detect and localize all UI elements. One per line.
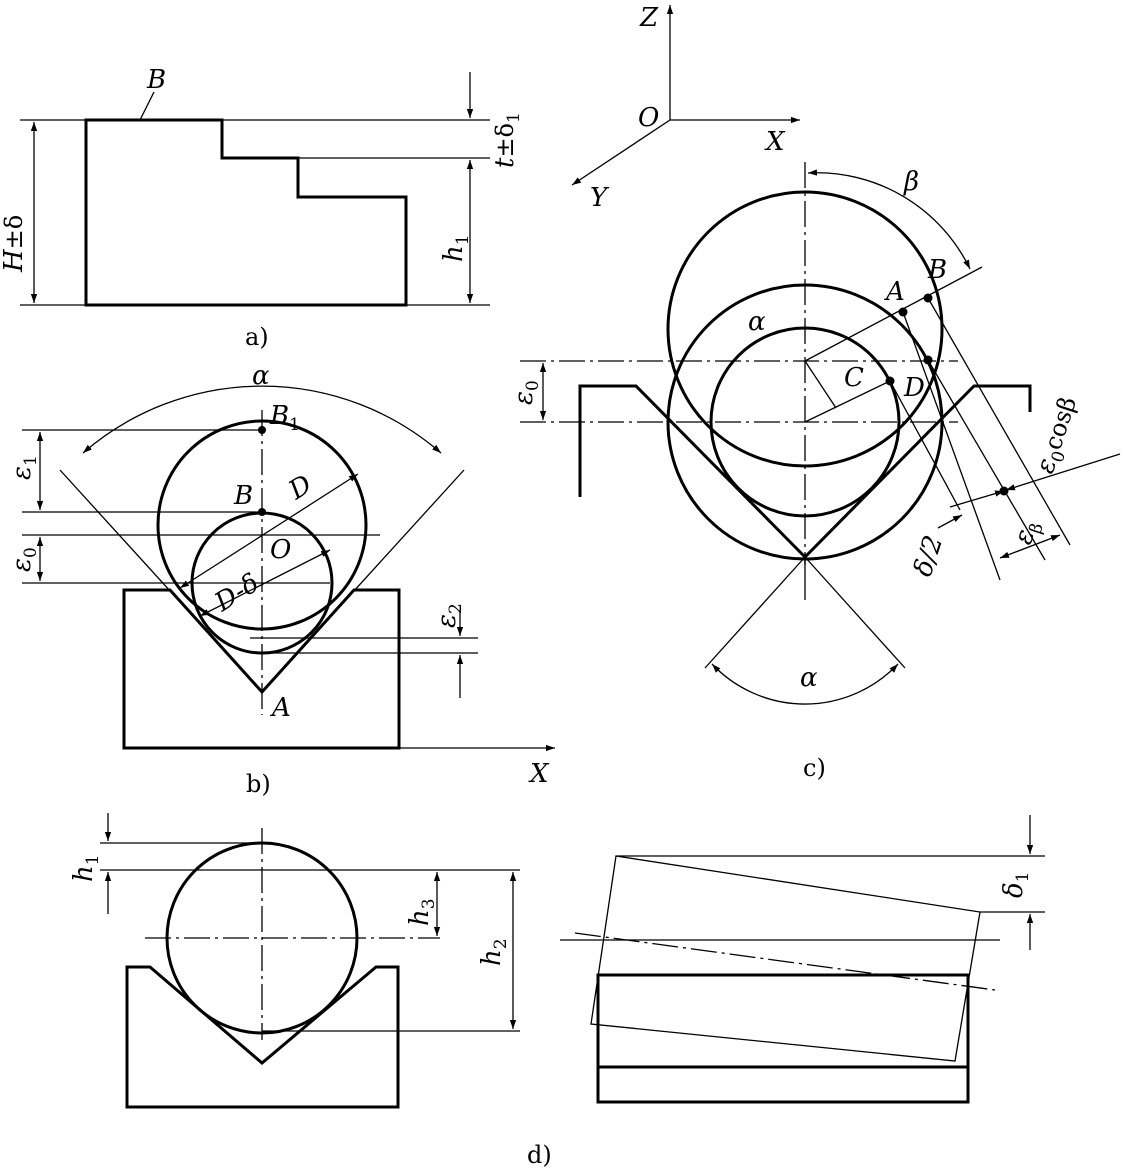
- label-axis-X: X: [764, 127, 786, 157]
- label-alpha: α: [748, 307, 766, 337]
- point-eps0-cos: [999, 486, 1009, 496]
- caption-b: b): [246, 770, 271, 798]
- beta-arc: [807, 169, 971, 270]
- v-extension-left: [804, 556, 906, 669]
- panel-d-right: δ1: [560, 815, 1045, 1104]
- label-B1: B1: [269, 401, 300, 435]
- tilted-shaft-outline: [590, 855, 981, 1062]
- label-B: B: [927, 255, 947, 285]
- panel-c: β B A α C D ε0 ε0cosβ δ/2 εβ α c): [509, 162, 1121, 782]
- label-B: B: [233, 481, 253, 511]
- label-eps0: ε0: [509, 380, 543, 405]
- label-C: C: [844, 363, 864, 393]
- caption-c: c): [803, 754, 826, 782]
- label-O: O: [270, 535, 291, 565]
- label-eps1: ε1: [7, 455, 41, 480]
- radial-line-upper: [804, 266, 983, 362]
- base-plate: [596, 973, 970, 1104]
- label-delta1: δ1: [999, 872, 1033, 898]
- label-D: D: [283, 469, 318, 506]
- point-b: [258, 508, 266, 516]
- panel-d-left: h1 h3 h2: [69, 813, 520, 1109]
- panel-b: α B1 B D D-δ O A X ε1 ε0 ε2 b): [7, 361, 555, 798]
- v-block-body: [125, 965, 400, 1109]
- b-leader: [139, 91, 155, 121]
- label-h1: h1: [439, 234, 473, 262]
- label-X: X: [528, 759, 550, 789]
- label-D-delta: D-δ: [209, 568, 265, 618]
- tilted-axis: [574, 932, 996, 991]
- ext-line-a: [902, 311, 1001, 581]
- label-h2: h2: [477, 938, 511, 966]
- caption-d: d): [527, 1141, 552, 1169]
- eps0-cos-beta-arrow: [1005, 453, 1121, 491]
- v-face-right: [261, 469, 465, 693]
- v-extension-right: [704, 556, 806, 669]
- ext-line-d: [927, 359, 1046, 561]
- connect-line: [804, 360, 837, 409]
- label-h3: h3: [405, 898, 439, 926]
- point-c: [885, 376, 895, 386]
- coordinate-axes: Z O X Y: [571, 3, 800, 213]
- panel-a: B H±δ t±δ1 h1 a): [0, 65, 524, 351]
- v-face-left: [59, 469, 263, 693]
- point-b: [923, 293, 933, 303]
- label-h1: h1: [69, 854, 103, 882]
- label-alpha: α: [252, 361, 270, 391]
- label-axis-Z: Z: [639, 3, 659, 33]
- label-eps-beta: εβ: [1008, 516, 1048, 549]
- point-d: [923, 355, 933, 365]
- delta-half-arrow: [937, 514, 963, 529]
- ext-line-b: [927, 297, 1071, 546]
- label-delta-half: δ/2: [908, 532, 949, 580]
- label-B: B: [146, 65, 166, 95]
- label-alpha-bottom: α: [800, 663, 818, 693]
- y-axis: [571, 119, 671, 186]
- stepped-part-outline: [84, 118, 408, 307]
- caption-a: a): [245, 323, 269, 351]
- label-A: A: [884, 277, 905, 307]
- d-delta-diameter-line: [199, 549, 331, 617]
- label-eps0-cos-beta: ε0cosβ: [1030, 393, 1087, 479]
- ext-line-c: [889, 380, 961, 511]
- label-D: D: [903, 373, 925, 403]
- alpha-bottom-arc: [711, 663, 899, 705]
- radial-line-lower: [804, 380, 891, 423]
- label-axis-Y: Y: [590, 183, 610, 213]
- label-beta: β: [903, 167, 919, 197]
- label-eps2: ε2: [432, 603, 466, 628]
- label-axis-O: O: [638, 103, 659, 133]
- eps0-cos-beta-arrow-back: [949, 490, 1005, 508]
- point-b1: [258, 426, 266, 434]
- label-t-tolerance: t±δ1: [490, 112, 524, 168]
- alpha-arc: [82, 385, 442, 454]
- label-H-tolerance: H±δ: [0, 215, 29, 273]
- point-a: [898, 307, 908, 317]
- eps-beta-dimension-line: [999, 534, 1061, 559]
- label-A: A: [270, 693, 291, 723]
- label-eps0: ε0: [7, 547, 41, 572]
